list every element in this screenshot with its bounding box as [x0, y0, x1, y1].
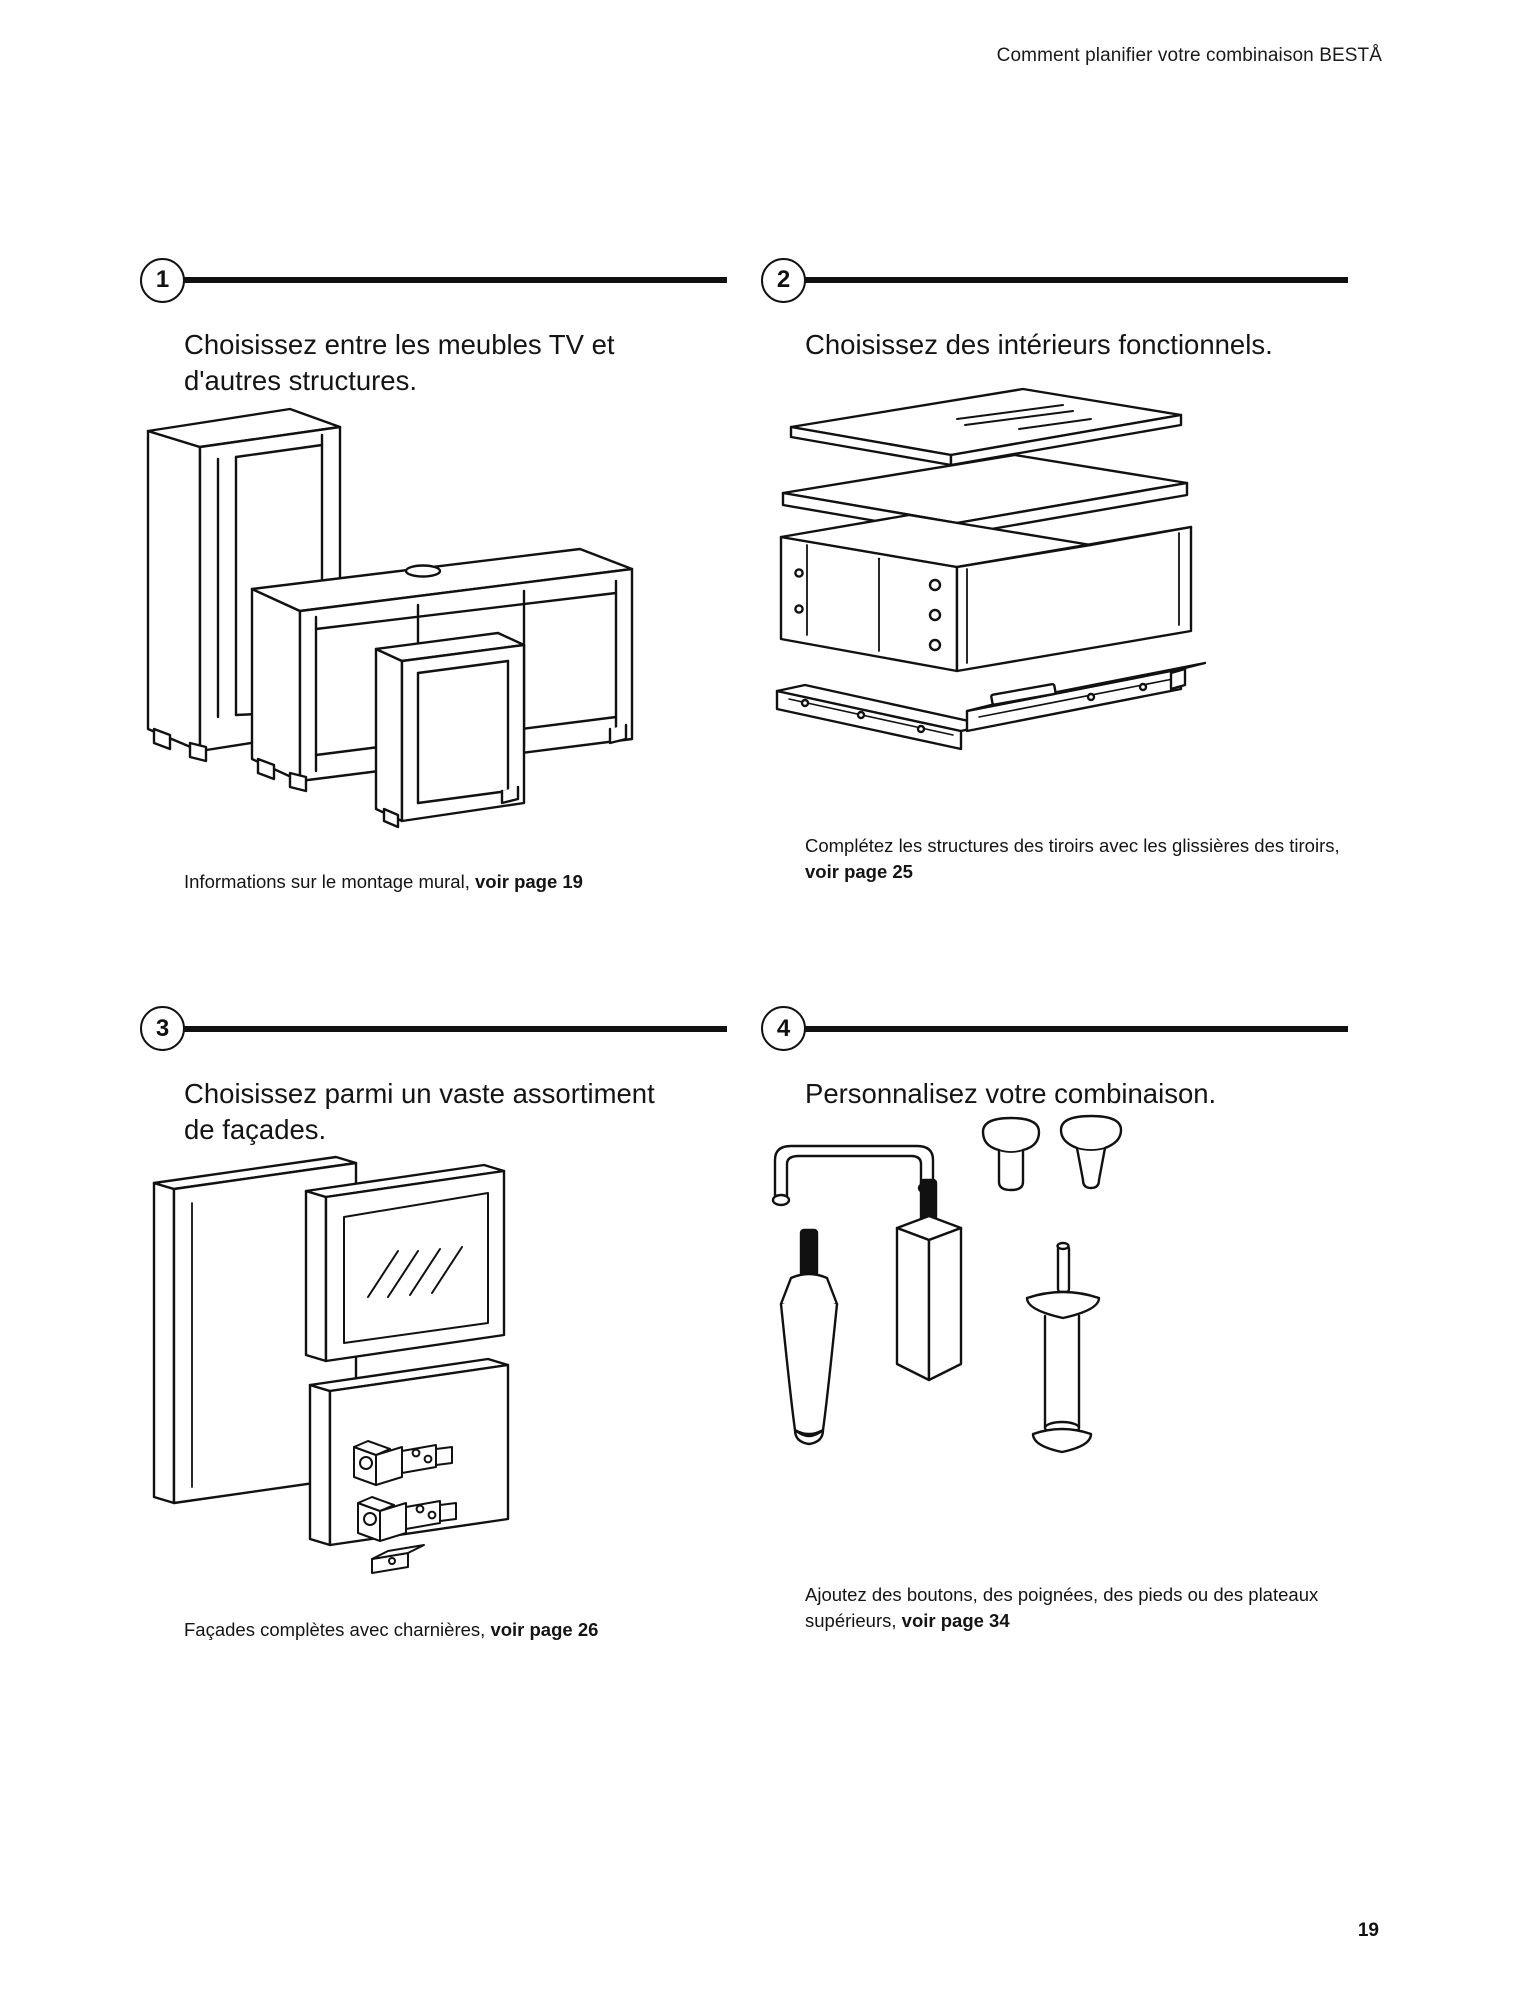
- step-1-caption: Informations sur le montage mural, voir …: [184, 869, 724, 895]
- page-number: 19: [1357, 1920, 1379, 1941]
- step-3-badge: 3: [140, 1006, 185, 1052]
- doors-and-hinges-illustration: [152, 1156, 510, 1575]
- mid-panel-shape: [781, 453, 1189, 536]
- step-4-caption-text: Ajoutez des boutons, des poignées, des p…: [805, 1583, 1319, 1631]
- step-2-caption: Complétez les structures des tiroirs ave…: [805, 833, 1345, 886]
- drawer-runners-shape: [775, 661, 1207, 750]
- square-leg-shape: [895, 1178, 963, 1381]
- step-4-figure: [761, 1112, 1348, 1582]
- step-4-caption: Ajoutez des boutons, des poignées, des p…: [805, 1582, 1345, 1635]
- step-4-caption-reference: voir page 34: [901, 1609, 1010, 1631]
- bar-handle-shape: [771, 1144, 937, 1206]
- step-2-figure: [761, 363, 1348, 833]
- step-1-title: Choisissez entre les meubles TV et d'aut…: [184, 329, 615, 396]
- glass-door-shape: [304, 1164, 506, 1363]
- drawer-frame-exploded-illustration: [775, 387, 1207, 750]
- step-3-title: Choisissez parmi un vaste assortiment de…: [184, 1077, 655, 1145]
- step-3-caption-reference: voir page 26: [490, 1619, 599, 1641]
- step-2-caption-text: Complétez les structures des tiroirs ave…: [805, 834, 1340, 856]
- step-4: 4 Personnalisez votre combinaison.: [761, 895, 1382, 1644]
- step-4-title: Personnalisez votre combinaison.: [805, 1077, 1217, 1109]
- drawer-box-shape: [779, 513, 1193, 672]
- step-1-badge: 1: [140, 257, 185, 303]
- step-2-divider: [803, 277, 1348, 283]
- step-3-caption-text: Façades complètes avec charnières,: [184, 1619, 491, 1641]
- handles-knobs-and-legs-illustration: [771, 1114, 1123, 1453]
- cube-frame-shape: [374, 631, 526, 828]
- step-3-caption: Façades complètes avec charnières, voir …: [184, 1617, 724, 1643]
- step-1-caption-text: Informations sur le montage mural,: [184, 870, 475, 892]
- hinges-shape: [353, 1440, 457, 1575]
- step-2-title: Choisissez des intérieurs fonctionnels.: [805, 329, 1273, 360]
- step-1: 1 Choisissez entre les meubles TV et d'a…: [140, 257, 761, 895]
- step-2-badge: 2: [761, 257, 806, 303]
- cone-knob-shape: [1059, 1114, 1123, 1189]
- step-1-caption-reference: voir page 19: [475, 870, 583, 892]
- step-1-divider: [182, 277, 727, 283]
- step-4-badge: 4: [761, 1006, 806, 1052]
- step-2: 2 Choisissez des intérieurs fonctionnels…: [761, 257, 1382, 895]
- steps-grid: 1 Choisissez entre les meubles TV et d'a…: [140, 257, 1382, 1644]
- step-2-rule-group: 2: [761, 257, 1348, 303]
- step-2-caption-reference: voir page 25: [805, 861, 913, 883]
- step-3: 3 Choisissez parmi un vaste assortiment …: [140, 895, 761, 1644]
- running-header: Comment planifier votre combinaison BEST…: [996, 45, 1382, 66]
- step-3-figure: [140, 1147, 727, 1617]
- step-3-rule-group: 3: [140, 1006, 727, 1052]
- step-4-divider: [803, 1025, 1348, 1032]
- step-4-rule-group: 4: [761, 1006, 1348, 1052]
- top-panel-shape: [789, 387, 1183, 466]
- round-knob-shape: [981, 1116, 1041, 1191]
- tv-units-and-frames-illustration: [146, 407, 634, 828]
- tapered-leg-shape: [779, 1228, 839, 1445]
- step-1-figure: [140, 399, 727, 869]
- step-1-rule-group: 1: [140, 257, 727, 303]
- cylinder-leg-shape: [1025, 1241, 1101, 1453]
- step-3-divider: [182, 1025, 727, 1032]
